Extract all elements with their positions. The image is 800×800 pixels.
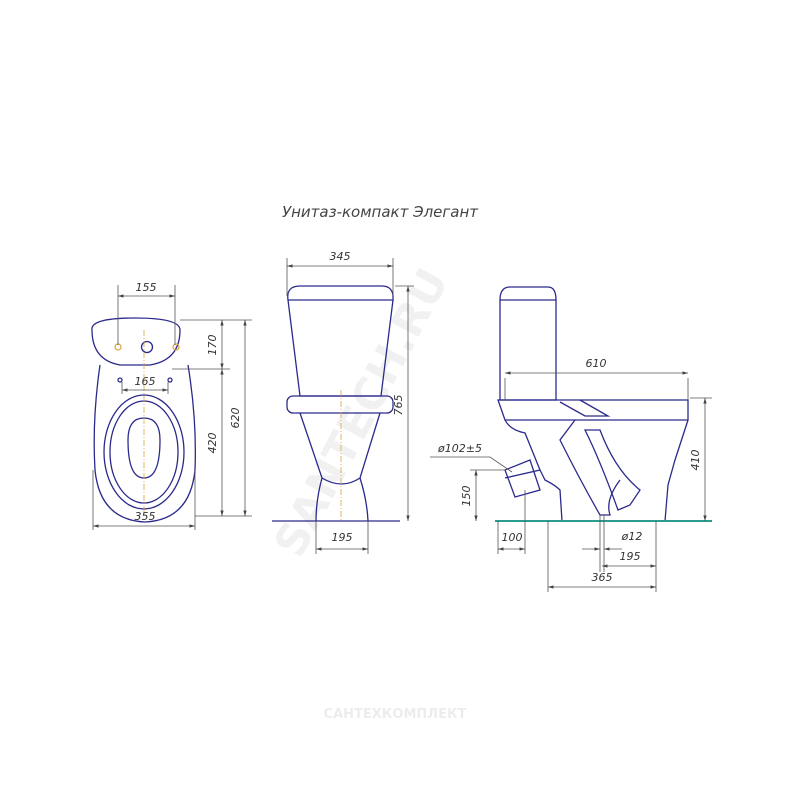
- dim-165: 165: [135, 375, 156, 388]
- dim-170: 170: [206, 335, 219, 356]
- dim-outlet-diameter: ø102±5: [437, 442, 482, 455]
- drawing-title: Унитаз-компакт Элегант: [282, 203, 479, 221]
- dim-420: 420: [206, 433, 219, 454]
- dim-345: 345: [330, 250, 351, 263]
- top-view: 155 170 420 620 165 355: [91, 281, 252, 530]
- dim-195-front: 195: [332, 531, 353, 544]
- dim-bolt-diameter: ø12: [621, 530, 643, 543]
- dim-100: 100: [502, 531, 523, 544]
- dim-195-side: 195: [620, 550, 641, 563]
- dim-610: 610: [586, 357, 607, 370]
- footer-logo: САНТЕХКОМПЛЕКТ: [324, 707, 467, 722]
- dim-150: 150: [460, 486, 473, 507]
- dim-620: 620: [229, 408, 242, 429]
- dim-765: 765: [392, 395, 405, 416]
- dim-410: 410: [689, 450, 702, 471]
- dim-365: 365: [592, 571, 613, 584]
- dim-355: 355: [135, 510, 156, 523]
- front-view: 345 765 195: [272, 250, 414, 554]
- dim-155: 155: [136, 281, 157, 294]
- side-view: 610 410 ø102±5 150 100 ø12 195 365: [430, 286, 712, 592]
